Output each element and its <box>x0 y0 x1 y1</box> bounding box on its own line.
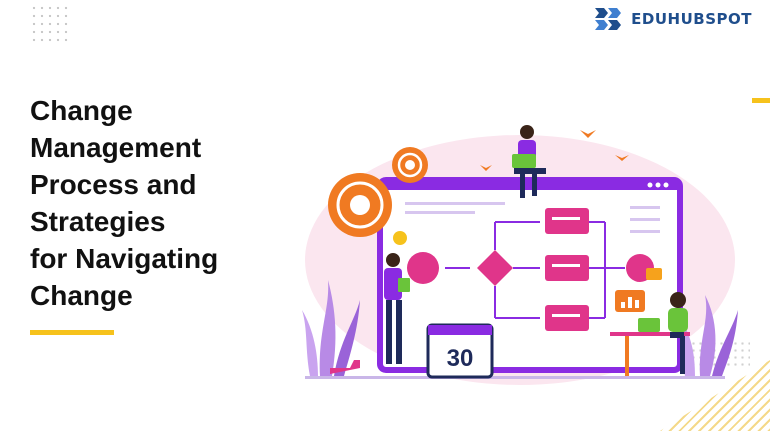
decorative-yellow-bar <box>752 98 770 103</box>
text-line <box>405 211 475 214</box>
window-dot <box>663 182 669 188</box>
text-line <box>630 218 660 221</box>
ground-line <box>305 376 725 379</box>
box-line <box>552 314 580 317</box>
flow-start-node <box>407 252 439 284</box>
bird-icon <box>615 155 629 161</box>
title-line: Strategies <box>30 206 166 237</box>
flow-process-box <box>545 208 589 234</box>
title-line: Management <box>30 132 202 163</box>
flow-decision-node <box>477 250 513 286</box>
bird-icon <box>480 165 492 171</box>
small-gear-icon <box>392 147 428 183</box>
plant-left-icon <box>302 280 360 376</box>
flow-process-box <box>545 305 589 331</box>
envelope-icon <box>646 268 662 280</box>
chart-bar <box>635 300 639 308</box>
title-line: Change <box>30 95 133 126</box>
woman-at-desk-icon <box>610 292 690 376</box>
text-line <box>630 230 660 233</box>
title-line: Process and <box>30 169 197 200</box>
text-line <box>405 202 505 205</box>
title-line: for Navigating <box>30 243 219 274</box>
man-sitting-icon <box>512 125 546 198</box>
dog-icon <box>330 360 360 374</box>
calendar-header <box>428 325 492 335</box>
calendar-day: 30 <box>447 345 474 372</box>
bird-icon <box>580 130 596 138</box>
title-line: Change <box>30 280 133 311</box>
man-standing-icon <box>384 253 410 364</box>
decorative-dot-grid <box>30 4 72 46</box>
box-line <box>552 217 580 220</box>
large-gear-icon <box>328 173 392 237</box>
brand-logo[interactable]: EDUHUBSPOT <box>595 8 752 30</box>
brand-name: EDUHUBSPOT <box>631 10 752 28</box>
monitor-topbar <box>380 180 680 190</box>
title-underline <box>30 330 114 335</box>
text-line <box>630 206 660 209</box>
flow-process-box <box>545 255 589 281</box>
page-title: Change Management Process and Strategies… <box>30 92 330 314</box>
window-dot <box>655 182 661 188</box>
eduhubspot-logo-icon <box>595 8 622 30</box>
change-management-illustration: 30 <box>302 125 738 385</box>
box-line <box>552 264 580 267</box>
chart-bar <box>628 297 632 308</box>
window-dot <box>647 182 653 188</box>
chart-bar <box>621 302 625 308</box>
lightbulb-icon <box>393 231 407 245</box>
